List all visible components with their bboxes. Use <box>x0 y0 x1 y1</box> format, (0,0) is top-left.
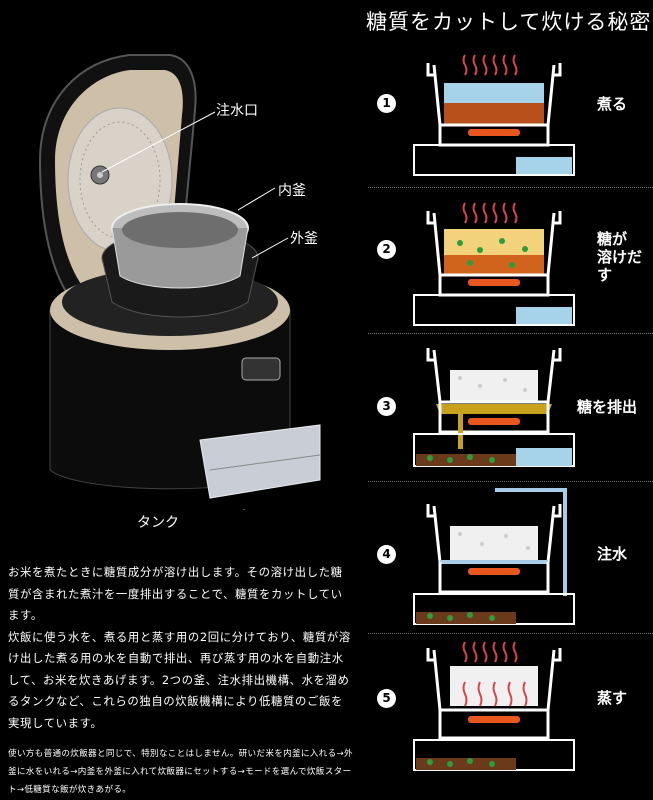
callout-tank: タンク <box>137 515 179 531</box>
step-diagram-drain <box>413 348 575 467</box>
step-label-1: 煮る <box>597 95 628 113</box>
rice-cooker-image <box>38 54 321 510</box>
step-label-5: 蒸す <box>597 689 628 707</box>
step-label-3: 糖を排出 <box>577 398 638 416</box>
step-divider <box>368 481 653 482</box>
step-number-4: 4 <box>377 545 396 564</box>
step-label-4: 注水 <box>597 545 628 563</box>
step-number-2: 2 <box>377 240 396 259</box>
page-title: 糖質をカットして炊ける秘密 <box>366 10 652 34</box>
step-number-3: 3 <box>377 397 396 416</box>
step-divider <box>368 333 653 334</box>
step-divider <box>368 187 653 188</box>
callout-inner-pot: 内釜 <box>278 183 306 199</box>
step-diagram-steam <box>413 641 575 771</box>
callout-outer-pot: 外釜 <box>290 231 318 247</box>
step-number-5: 5 <box>377 689 396 708</box>
cooker-body <box>49 203 321 499</box>
how-to-use-text: 使い方も普通の炊飯器と同じで、特別なことはしません。研いだ米を内釜に入れる→外釜… <box>8 749 353 795</box>
callout-water-inlet: 注水口 <box>216 103 258 119</box>
step-diagram-inject-water <box>413 488 575 625</box>
description-paragraph-2: 炊飯に使う水を、煮る用と蒸す用の2回に分けており、糖質が溶け出した煮る用の水を自… <box>8 629 351 730</box>
step-number-1: 1 <box>377 94 396 113</box>
step-label-2: 糖が 溶けだす <box>597 230 643 284</box>
step-divider <box>368 633 653 634</box>
step-diagram-boil <box>413 54 575 176</box>
description: お米を煮たときに糖質成分が溶け出します。その溶け出した糖質が含まれた煮汁を一度排… <box>8 562 353 734</box>
description-paragraph-1: お米を煮たときに糖質成分が溶け出します。その溶け出した糖質が含まれた煮汁を一度排… <box>8 565 343 622</box>
step-diagram-dissolve <box>413 202 575 326</box>
